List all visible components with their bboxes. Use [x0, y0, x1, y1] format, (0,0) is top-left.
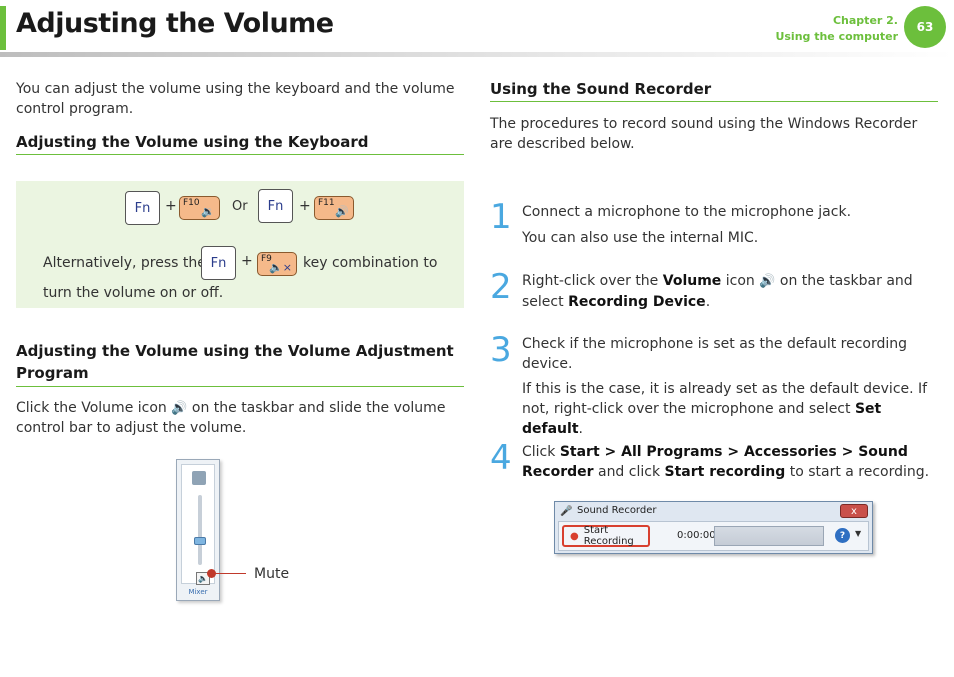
mixer-link[interactable]: Mixer [188, 588, 208, 596]
program-text-line2: control bar to adjust the volume. [16, 420, 247, 436]
alt-text-after: key combination to [303, 255, 438, 271]
step-2-before: Right-click over the [522, 273, 659, 289]
help-button[interactable]: ? [835, 528, 850, 543]
f11-key: F11 🔊 [314, 196, 354, 220]
step-2-recording-device: Recording Device [568, 294, 706, 310]
fn-key: Fn [201, 246, 236, 280]
step-4-after: to start a recording. [789, 464, 930, 480]
step-4-start-recording: Start recording [664, 464, 786, 480]
volume-down-icon: 🔉 [201, 205, 215, 218]
step-4-before: Click [522, 444, 556, 460]
intro-paragraph: You can adjust the volume using the keyb… [16, 81, 455, 117]
keyboard-heading: Adjusting the Volume using the Keyboard [16, 133, 369, 151]
volume-mixer-window: 🔈 Mixer [176, 459, 220, 601]
chevron-down-icon[interactable]: ▼ [855, 529, 862, 538]
start-recording-button[interactable]: ● Start Recording [562, 525, 650, 547]
speaker-device-icon [192, 471, 206, 485]
recorder-heading: Using the Sound Recorder [490, 80, 712, 98]
mute-icon: 🔈× [269, 261, 292, 274]
fn-key: Fn [125, 191, 160, 225]
volume-slider-thumb[interactable] [194, 537, 206, 545]
speaker-icon: 🔊 [759, 274, 776, 289]
keyboard-heading-rule [16, 154, 464, 155]
step-4-mid: and click [597, 464, 661, 480]
mute-label: Mute [254, 566, 290, 582]
step-2-after: on the taskbar and select [522, 273, 913, 310]
chapter-label: Chapter 2. Using the computer [775, 13, 898, 45]
step-2-end: . [705, 294, 711, 310]
record-dot-icon: ● [570, 530, 579, 542]
f10-key-label: F10 [183, 198, 200, 208]
volume-up-icon: 🔊 [335, 205, 349, 218]
step-4-text: Click Start > All Programs > Accessories… [522, 442, 942, 482]
alt-text-before: Alternatively, press the [43, 255, 206, 271]
program-text-after: on the taskbar and slide the volume [191, 400, 446, 416]
chapter-title: Using the computer [775, 30, 898, 43]
step-3-text: Check if the microphone is set as the de… [522, 336, 908, 372]
step-2-mid: icon [725, 273, 755, 289]
program-heading-line2: Program [16, 364, 89, 382]
step-4-path: Start > All Programs > Accessories > Sou… [522, 444, 908, 480]
step-2-number: 2 [490, 267, 512, 307]
fn-key: Fn [258, 189, 293, 223]
program-heading-rule [16, 386, 464, 387]
recorder-intro: The procedures to record sound using the… [490, 116, 918, 152]
f10-key: F10 🔉 [179, 196, 220, 220]
mixer-panel: 🔈 [181, 464, 215, 585]
sound-recorder-window: 🎤 Sound Recorder x ● Start Recording 0:0… [554, 501, 873, 554]
program-text-before: Click the Volume icon [16, 400, 167, 416]
chapter-number: Chapter 2. [832, 14, 898, 27]
program-heading-line1: Adjusting the Volume using the Volume Ad… [16, 342, 454, 360]
program-text-line1: Click the Volume icon 🔊 on the taskbar a… [16, 398, 445, 419]
alt-text-line2: turn the volume on or off. [43, 285, 224, 301]
plus-sign: + [165, 198, 177, 214]
recorder-body: ● Start Recording 0:00:00 ? ▼ [558, 521, 869, 551]
step-1-subtext: You can also use the internal MIC. [522, 230, 759, 246]
header-divider [0, 52, 954, 57]
step-2-volume: Volume [662, 273, 722, 289]
step-3-set-default: Set default [522, 401, 882, 437]
page-number-badge: 63 [904, 6, 946, 48]
step-2-text: Right-click over the Volume icon 🔊 on th… [522, 271, 942, 312]
plus-sign: + [241, 253, 253, 269]
plus-sign: + [299, 198, 311, 214]
keyboard-shortcut-box: Fn + F10 🔉 Or Fn + F11 🔊 Alternatively, … [16, 181, 464, 308]
step-4-number: 4 [490, 438, 512, 478]
recording-level-bar [714, 526, 824, 546]
step-3-sub-end: . [578, 421, 583, 437]
step-3-subtext: If this is the case, it is already set a… [522, 379, 938, 439]
recorder-heading-rule [490, 101, 938, 102]
f11-key-label: F11 [318, 198, 335, 208]
f9-key: F9 🔈× [257, 252, 297, 276]
header-accent-bar [0, 6, 6, 50]
step-1-number: 1 [490, 197, 512, 237]
step-1-text: Connect a microphone to the microphone j… [522, 204, 852, 220]
volume-slider-track[interactable] [198, 495, 202, 565]
step-3-sub-before: If this is the case, it is already set a… [522, 381, 928, 417]
speaker-icon: 🔊 [171, 401, 188, 416]
mute-callout-line [211, 573, 246, 574]
close-button[interactable]: x [840, 504, 868, 518]
step-3-number: 3 [490, 330, 512, 370]
program-heading: Adjusting the Volume using the Volume Ad… [16, 340, 464, 384]
recorder-title: Sound Recorder [577, 505, 657, 516]
mute-button[interactable]: 🔈 [196, 572, 210, 585]
start-recording-label: Start Recording [583, 525, 634, 547]
or-label: Or [232, 199, 248, 214]
page-header: Adjusting the Volume Chapter 2. Using th… [0, 0, 954, 58]
recording-time: 0:00:00 [677, 530, 716, 541]
microphone-icon: 🎤 [560, 506, 573, 517]
page-title: Adjusting the Volume [16, 8, 334, 39]
f9-key-label: F9 [261, 254, 272, 264]
